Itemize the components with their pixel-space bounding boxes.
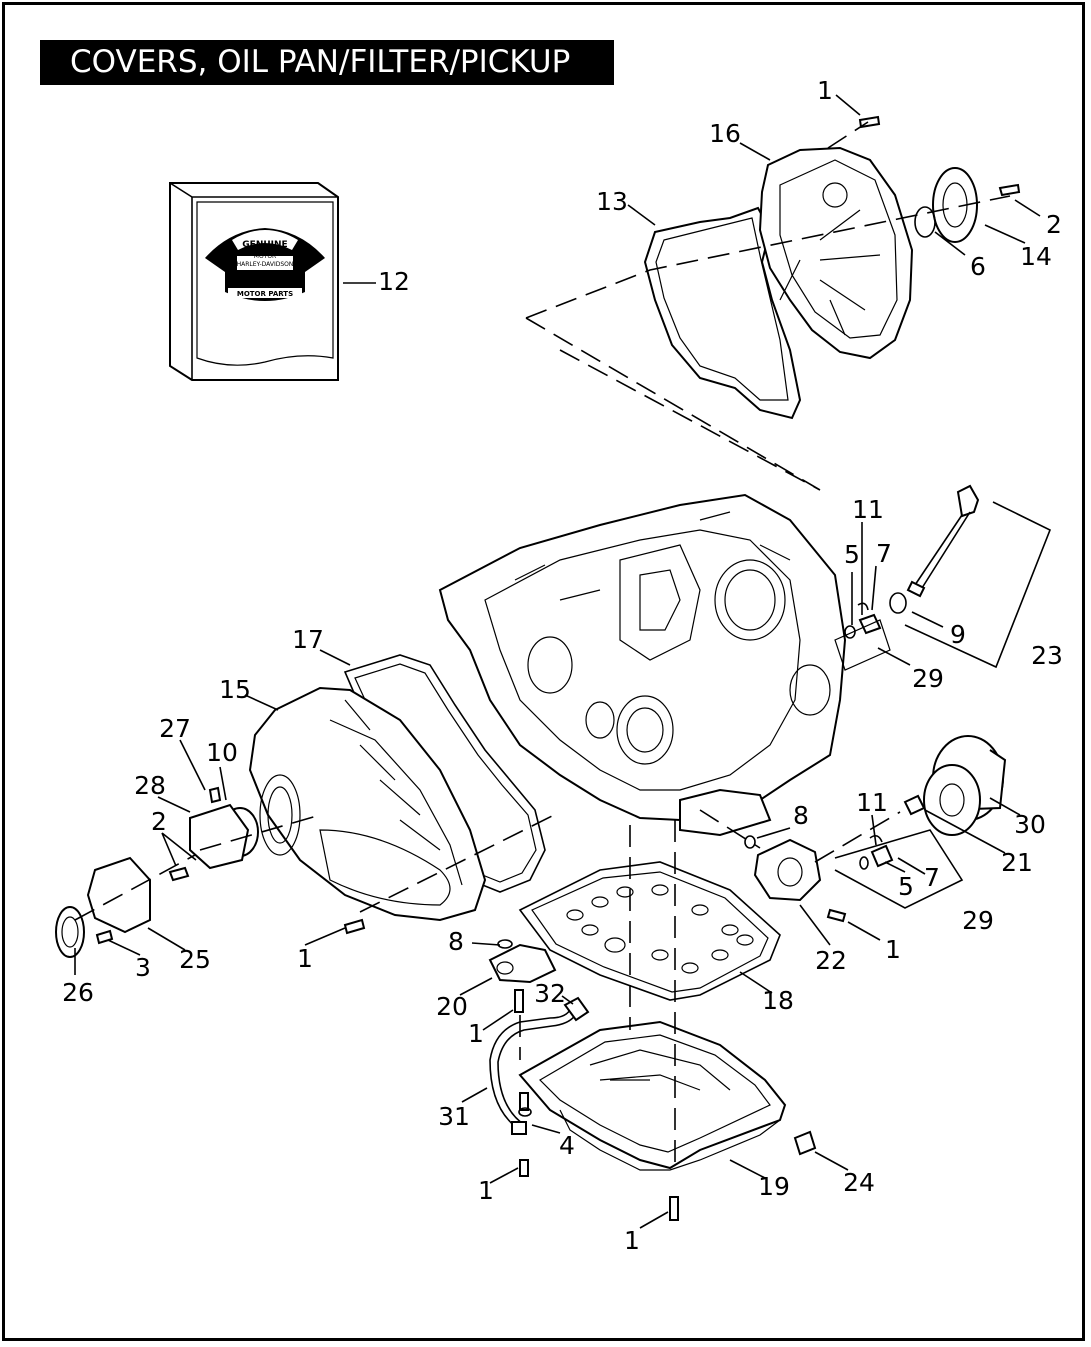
callout-label: 1 xyxy=(817,76,833,105)
callout-label: 17 xyxy=(292,625,324,654)
oil-line xyxy=(489,996,590,1135)
callout-label: 1 xyxy=(468,1019,484,1048)
nipple xyxy=(903,794,926,816)
screw xyxy=(826,908,847,923)
fitting xyxy=(870,844,894,868)
oil-filter xyxy=(923,735,1007,836)
logo-parts-text: MOTOR PARTS xyxy=(237,290,293,298)
callout-label: 19 xyxy=(758,1172,790,1201)
callout-label: 8 xyxy=(793,801,809,830)
screw xyxy=(519,1092,529,1111)
callout-label: 16 xyxy=(709,119,741,148)
callout-label: 1 xyxy=(624,1226,640,1255)
crankcase xyxy=(438,493,847,837)
logo-motor-text: MOTOR xyxy=(254,253,276,260)
callout-label: 10 xyxy=(206,738,238,767)
callout-label: 24 xyxy=(843,1168,875,1197)
callout-label: 20 xyxy=(436,992,468,1021)
callout-label: 7 xyxy=(876,539,892,568)
cover-plate xyxy=(932,167,978,243)
callout-label: 7 xyxy=(924,863,940,892)
o-ring xyxy=(744,835,756,849)
callout-label: 8 xyxy=(448,927,464,956)
gasket-holes xyxy=(566,884,754,974)
screw xyxy=(519,1159,529,1177)
callout-label: 1 xyxy=(297,944,313,973)
callout-label: 5 xyxy=(844,540,860,569)
filter-adapter xyxy=(753,838,822,902)
dipstick xyxy=(906,484,980,598)
callout-label: 22 xyxy=(815,946,847,975)
page-title: COVERS, OIL PAN/FILTER/PICKUP xyxy=(40,40,614,85)
genuine-parts-box: GENUINE MOTOR HARLEY-DAVIDSON CYCLES MOT… xyxy=(169,182,339,381)
callout-labels: 1 16 13 2 14 6 12 11 5 7 9 23 29 17 15 2… xyxy=(62,76,1063,1255)
screw xyxy=(669,1196,679,1221)
o-ring xyxy=(497,939,513,949)
callout-label: 31 xyxy=(438,1102,470,1131)
callout-label: 30 xyxy=(1014,810,1046,839)
callout-label: 11 xyxy=(856,788,888,817)
callout-label: 21 xyxy=(1001,848,1033,877)
callout-label: 28 xyxy=(134,771,166,800)
callout-label: 32 xyxy=(534,979,566,1008)
callout-label: 6 xyxy=(970,252,986,281)
leader-lines xyxy=(74,94,1041,1229)
primary-cover xyxy=(248,686,487,922)
callout-label: 12 xyxy=(378,267,410,296)
callout-label: 29 xyxy=(912,664,944,693)
callout-label: 9 xyxy=(950,620,966,649)
callout-label: 4 xyxy=(559,1131,575,1160)
logo-cycles-text: CYCLES xyxy=(254,275,277,282)
logo-genuine-text: GENUINE xyxy=(242,240,287,250)
callout-label: 15 xyxy=(219,675,251,704)
callout-label: 1 xyxy=(478,1176,494,1205)
callout-label: 11 xyxy=(852,495,884,524)
oil-pickup xyxy=(488,943,557,984)
callout-label: 2 xyxy=(1046,210,1062,239)
o-ring xyxy=(889,592,907,614)
harley-davidson-logo: GENUINE MOTOR HARLEY-DAVIDSON CYCLES MOT… xyxy=(205,228,325,301)
callout-label: 2 xyxy=(151,807,167,836)
callout-label: 5 xyxy=(898,872,914,901)
screw xyxy=(514,989,524,1013)
logo-brand-text: HARLEY-DAVIDSON xyxy=(237,261,294,268)
callout-label: 29 xyxy=(962,906,994,935)
callout-label: 3 xyxy=(135,953,151,982)
callout-label: 14 xyxy=(1020,242,1052,271)
screw xyxy=(343,918,366,935)
callout-label: 1 xyxy=(885,935,901,964)
drain-plug xyxy=(793,1130,817,1156)
callout-label: 26 xyxy=(62,978,94,1007)
screw xyxy=(998,183,1021,197)
oil-pan xyxy=(518,1020,787,1171)
callout-label: 25 xyxy=(179,945,211,974)
oil-pan-gasket xyxy=(518,861,781,1001)
callout-label: 23 xyxy=(1031,641,1063,670)
cam-cover xyxy=(758,146,914,360)
o-ring xyxy=(914,206,936,238)
callout-label: 18 xyxy=(762,986,794,1015)
inspection-cover-assembly xyxy=(55,786,259,958)
callout-label: 13 xyxy=(596,187,628,216)
callout-label: 27 xyxy=(159,714,191,743)
